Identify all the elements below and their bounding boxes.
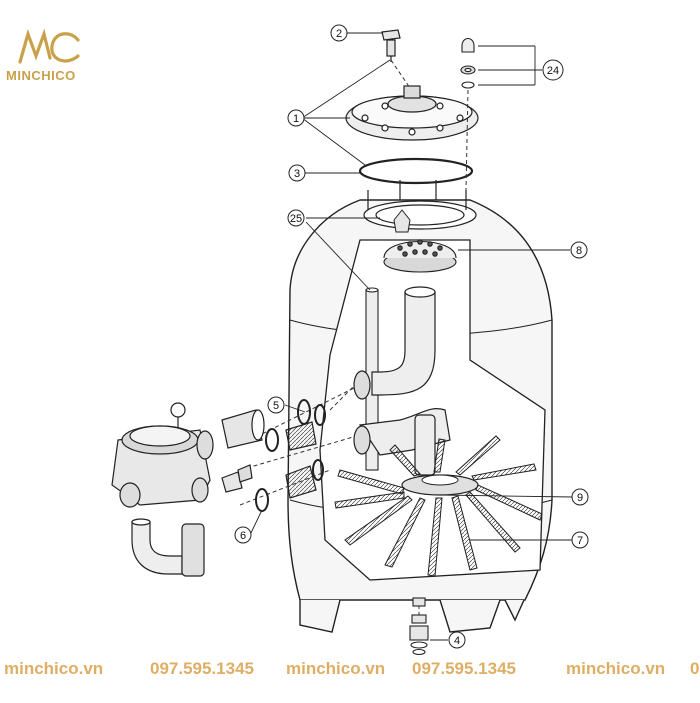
footer-website: minchico.vn [566,659,666,678]
brand-name: MINCHICO [6,68,76,83]
pipe-fittings [221,399,326,512]
callout-bubble-5 [267,396,285,414]
callout-number: 5 [273,400,279,412]
elbow-pipe [131,518,205,577]
callout-number: 2 [336,28,342,40]
nut-washer-set [460,37,476,89]
multiport-valve [111,402,214,508]
tank-lid [345,85,479,141]
footer-watermark: minchico.vn 097.595.1345 minchico.vn 097… [0,659,700,681]
callout-number: 7 [577,535,583,547]
lateral-hub-top [421,474,459,486]
callout-number: 24 [547,65,559,77]
lid-o-ring [358,157,474,185]
callout-bubble-9 [571,488,589,506]
callout-number: 6 [240,530,246,542]
callout-bubble-24 [542,59,564,81]
callout-leaders [249,32,573,641]
callout-bubble-2 [330,24,348,42]
callout-bubble-8 [571,531,589,549]
inner-pipes [353,286,451,476]
diffuser-cap [393,209,411,233]
callout-labels: 2 1 3 25 24 8 5 6 9 7 4 [240,28,583,647]
footer-phone: 097.595.1345 [412,659,516,678]
footer-website: minchico.vn [4,659,104,678]
callout-bubble-25 [287,209,305,227]
callout-bubble-3 [288,164,306,182]
footer-website: minchico.vn [286,659,386,678]
callout-number: 8 [576,245,582,257]
callout-bubble-7 [570,241,588,259]
callout-bubble-6 [234,526,252,544]
callout-number: 3 [294,168,300,180]
callout-bubble-1 [287,109,305,127]
brand-logo [18,28,80,64]
callout-number: 1 [293,113,299,125]
drain-plug [409,597,429,656]
top-opening [363,180,477,230]
laterals [334,435,543,577]
callout-bubble-4 [448,631,466,649]
callout-number: 4 [454,635,460,647]
callout-number: 9 [577,492,583,504]
air-bleed-screw [381,29,401,62]
footer-phone: 097.595.1345 [150,659,254,678]
callout-number: 25 [290,213,302,225]
footer-phone: 0 [690,659,700,678]
top-diffuser [383,239,457,273]
callout-bubbles [234,24,589,649]
